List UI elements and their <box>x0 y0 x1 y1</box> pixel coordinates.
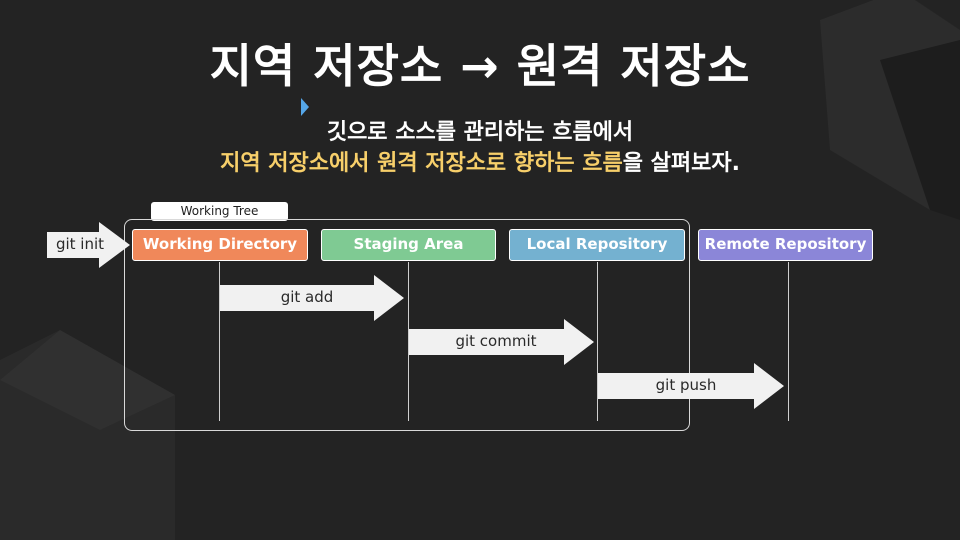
page-title: 지역 저장소 → 원격 저장소 <box>209 39 751 93</box>
git-init-label: git init <box>55 235 105 253</box>
lifeline-local-repository <box>597 262 598 421</box>
git-push-label: git push <box>655 376 717 394</box>
git-commit-label: git commit <box>455 332 537 350</box>
cursor-caret <box>301 98 309 116</box>
subtitle-rest: 을 살펴보자. <box>622 151 740 176</box>
bg-cube-left-top <box>0 330 175 430</box>
subtitle-highlight: 지역 저장소에서 원격 저장소로 향하는 흐름 <box>220 151 623 176</box>
git-push-arrow <box>598 363 784 409</box>
git-add-label: git add <box>280 288 334 306</box>
bg-cube-right-shade <box>880 40 960 220</box>
subtitle-line-2: 지역 저장소에서 원격 저장소로 향하는 흐름을 살펴보자. <box>0 145 960 177</box>
stage-remote-repository: Remote Repository <box>698 229 873 261</box>
lifeline-working-directory <box>219 262 220 421</box>
working-tree-box <box>124 219 690 431</box>
git-add-arrow <box>220 275 404 321</box>
lifeline-remote-repository <box>788 262 789 421</box>
git-init-arrow <box>47 222 130 268</box>
stage-local-repository: Local Repository <box>509 229 685 261</box>
stage-working-directory: Working Directory <box>132 229 308 261</box>
git-commit-arrow <box>409 319 594 365</box>
lifeline-staging-area <box>408 262 409 421</box>
subtitle-line-1: 깃으로 소스를 관리하는 흐름에서 <box>326 120 634 145</box>
stage-staging-area: Staging Area <box>321 229 496 261</box>
working-tree-label: Working Tree <box>151 202 288 221</box>
